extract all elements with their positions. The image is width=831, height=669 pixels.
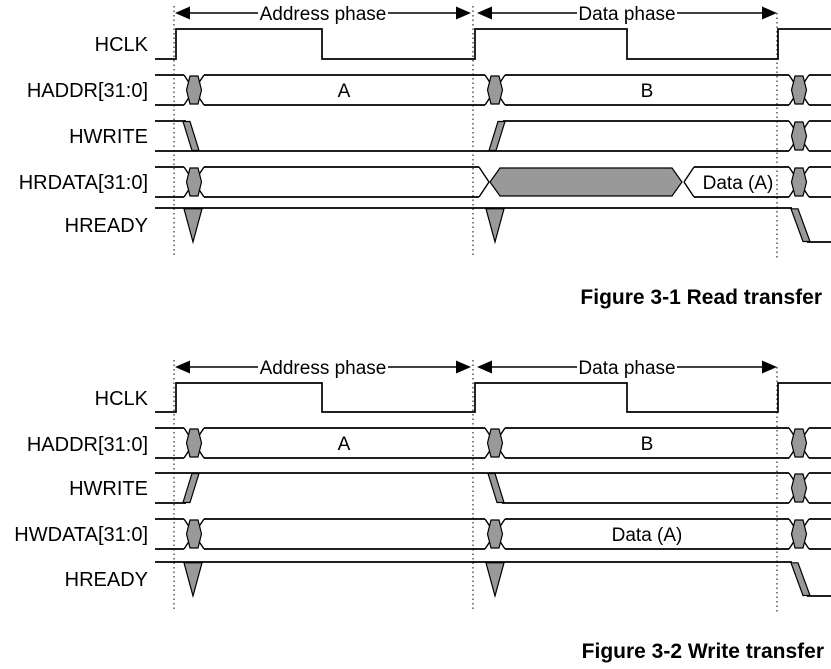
address-phase-label: Address phase: [260, 4, 387, 25]
hrdata-value: Data (A): [703, 173, 774, 194]
figure2-caption: Figure 3-2 Write transfer: [582, 640, 824, 663]
bus-transition-icon: [790, 121, 808, 151]
bus-transition-icon: [790, 473, 808, 503]
bus-transition-icon: [486, 428, 504, 458]
bus-transition-icon: [185, 167, 203, 197]
signal-fall-transition-icon: [790, 562, 811, 597]
hready-waveform: [155, 561, 831, 599]
arrowhead-right-icon: [456, 360, 471, 374]
arrowhead-left-icon: [477, 360, 492, 374]
haddr-waveform: A B: [155, 74, 831, 106]
signal-fall-transition-icon: [790, 208, 811, 243]
haddr-waveform: A B: [155, 427, 831, 459]
figure-read-transfer: Address phase Data phase HCLK HADDR[31:0…: [19, 4, 831, 309]
hwrite-waveform: [155, 120, 831, 152]
ready-notch-icon: [485, 562, 505, 599]
data-phase-arrow: Data phase: [477, 4, 777, 25]
ready-notch-icon: [183, 562, 203, 599]
signal-label-hwrite: HWRITE: [69, 126, 148, 148]
signal-rise-transition-icon: [488, 120, 506, 152]
data-phase-label: Data phase: [578, 4, 675, 25]
hrdata-waveform: Data (A): [155, 166, 831, 198]
figure1-caption: Figure 3-1 Read transfer: [580, 286, 822, 309]
bus-transition-icon: [790, 167, 808, 197]
bus-transition-icon: [185, 428, 203, 458]
signal-fall-transition-icon: [182, 120, 200, 152]
hready-waveform: [155, 207, 831, 245]
arrowhead-left-icon: [175, 6, 190, 20]
signal-label-hrdata: HRDATA[31:0]: [19, 172, 148, 194]
figure-write-transfer: Address phase Data phase HCLK HADDR[31:0…: [14, 358, 831, 663]
arrowhead-right-icon: [762, 6, 777, 20]
signal-label-haddr: HADDR[31:0]: [27, 80, 148, 102]
haddr-value-b: B: [641, 434, 654, 455]
signal-label-hready: HREADY: [65, 569, 148, 591]
signal-label-hwrite: HWRITE: [69, 478, 148, 500]
arrowhead-right-icon: [762, 360, 777, 374]
ready-notch-icon: [183, 208, 203, 245]
haddr-value-a: A: [338, 81, 351, 102]
ready-notch-icon: [485, 208, 505, 245]
address-phase-arrow: Address phase: [175, 4, 471, 25]
hclk-waveform: [155, 382, 831, 413]
hwrite-waveform: [155, 472, 831, 504]
bus-transition-icon: [185, 519, 203, 549]
address-phase-arrow: Address phase: [175, 358, 471, 379]
hwdata-waveform: Data (A): [155, 518, 831, 550]
arrowhead-right-icon: [456, 6, 471, 20]
haddr-value-b: B: [641, 81, 654, 102]
signal-rise-transition-icon: [182, 472, 200, 504]
bus-transition-icon: [185, 75, 203, 105]
haddr-value-a: A: [338, 434, 351, 455]
signal-fall-transition-icon: [487, 472, 505, 504]
signal-label-hwdata: HWDATA[31:0]: [14, 524, 148, 546]
arrowhead-left-icon: [175, 360, 190, 374]
bus-transition-icon: [790, 428, 808, 458]
bus-transition-icon: [790, 75, 808, 105]
hwdata-value: Data (A): [612, 525, 683, 546]
signal-label-hclk: HCLK: [95, 388, 149, 410]
signal-label-hready: HREADY: [65, 215, 148, 237]
signal-label-haddr: HADDR[31:0]: [27, 434, 148, 456]
data-phase-arrow: Data phase: [477, 358, 777, 379]
hclk-waveform: [155, 28, 831, 60]
bus-transition-icon: [486, 519, 504, 549]
arrowhead-left-icon: [477, 6, 492, 20]
data-phase-label: Data phase: [578, 358, 675, 379]
address-phase-label: Address phase: [260, 358, 387, 379]
invalid-data-band: [489, 167, 683, 197]
bus-transition-icon: [486, 75, 504, 105]
signal-label-hclk: HCLK: [95, 34, 149, 56]
bus-transition-icon: [790, 519, 808, 549]
